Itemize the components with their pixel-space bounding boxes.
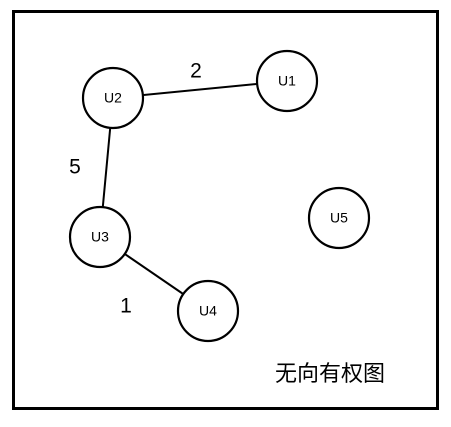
node-u1: U1 xyxy=(255,49,319,113)
node-label: U5 xyxy=(330,210,348,226)
node-u4: U4 xyxy=(176,279,240,343)
node-circle xyxy=(307,186,371,250)
node-circle xyxy=(68,205,132,269)
edge-weight-label: 2 xyxy=(190,60,202,83)
node-u3: U3 xyxy=(68,205,132,269)
node-label: U3 xyxy=(91,229,109,245)
edge-weight-label: 5 xyxy=(69,156,81,179)
edge-weight-label: 1 xyxy=(120,295,132,318)
edge-weights-layer: 2 5 1 xyxy=(69,60,202,318)
diagram-frame xyxy=(12,10,439,410)
node-u2: U2 xyxy=(81,66,145,130)
node-circle xyxy=(81,66,145,130)
node-u5: U5 xyxy=(307,186,371,250)
node-label: U1 xyxy=(278,73,296,89)
node-circle xyxy=(176,279,240,343)
node-circle xyxy=(255,49,319,113)
node-label: U2 xyxy=(104,90,122,106)
diagram-caption: 无向有权图 xyxy=(275,362,385,387)
node-label: U4 xyxy=(199,303,217,319)
